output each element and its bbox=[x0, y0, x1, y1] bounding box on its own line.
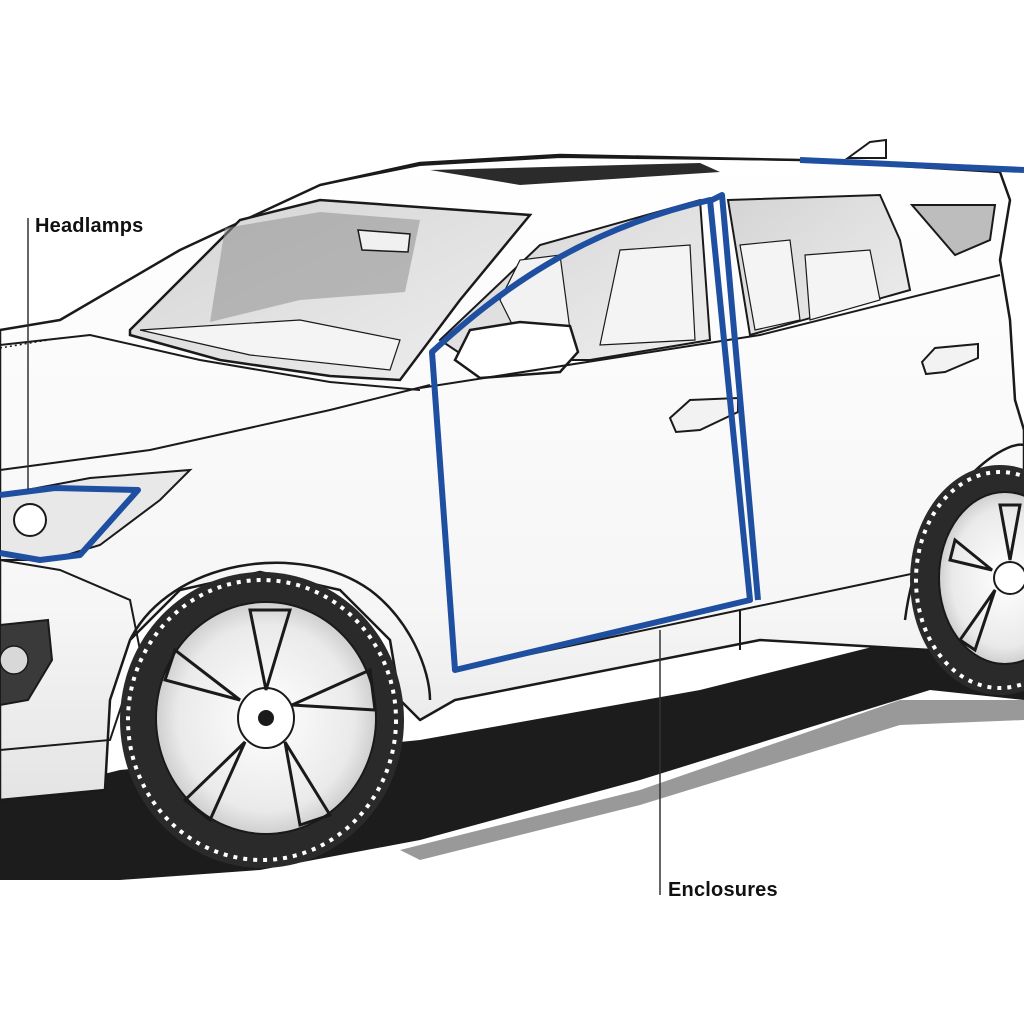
headlamp-highlight bbox=[0, 485, 141, 563]
front-bumper bbox=[0, 559, 142, 751]
ground-shadow-fade bbox=[400, 700, 1024, 860]
beltline bbox=[419, 274, 1001, 389]
dashboard bbox=[139, 319, 401, 371]
rear-seat bbox=[739, 239, 801, 331]
headlamp-lens bbox=[13, 503, 47, 537]
hood-dotted bbox=[0, 337, 61, 349]
front-door-handle bbox=[668, 396, 739, 434]
front-wheel-arch bbox=[128, 561, 432, 701]
front-seat-2 bbox=[599, 244, 696, 346]
hood-crease bbox=[0, 384, 431, 471]
fog-lamp-lens bbox=[0, 645, 29, 675]
headlamps-label: Headlamps bbox=[35, 215, 144, 237]
rearview-mirror bbox=[357, 229, 411, 253]
rear-seat-2 bbox=[804, 249, 881, 321]
roof-line bbox=[319, 155, 801, 186]
enclosures-label: Enclosures bbox=[668, 879, 778, 901]
front-wheel bbox=[120, 572, 404, 868]
quarter-window bbox=[909, 204, 997, 257]
headlamp-housing bbox=[0, 468, 193, 561]
side-mirror bbox=[453, 320, 580, 380]
sunroof bbox=[430, 163, 720, 185]
roof-antenna bbox=[844, 138, 887, 159]
rear-door-highlight bbox=[710, 192, 761, 601]
rear-door-handle bbox=[920, 342, 979, 376]
roof-highlight bbox=[799, 157, 1024, 173]
rear-wheel bbox=[910, 465, 1024, 695]
front-door-highlight bbox=[429, 197, 753, 673]
